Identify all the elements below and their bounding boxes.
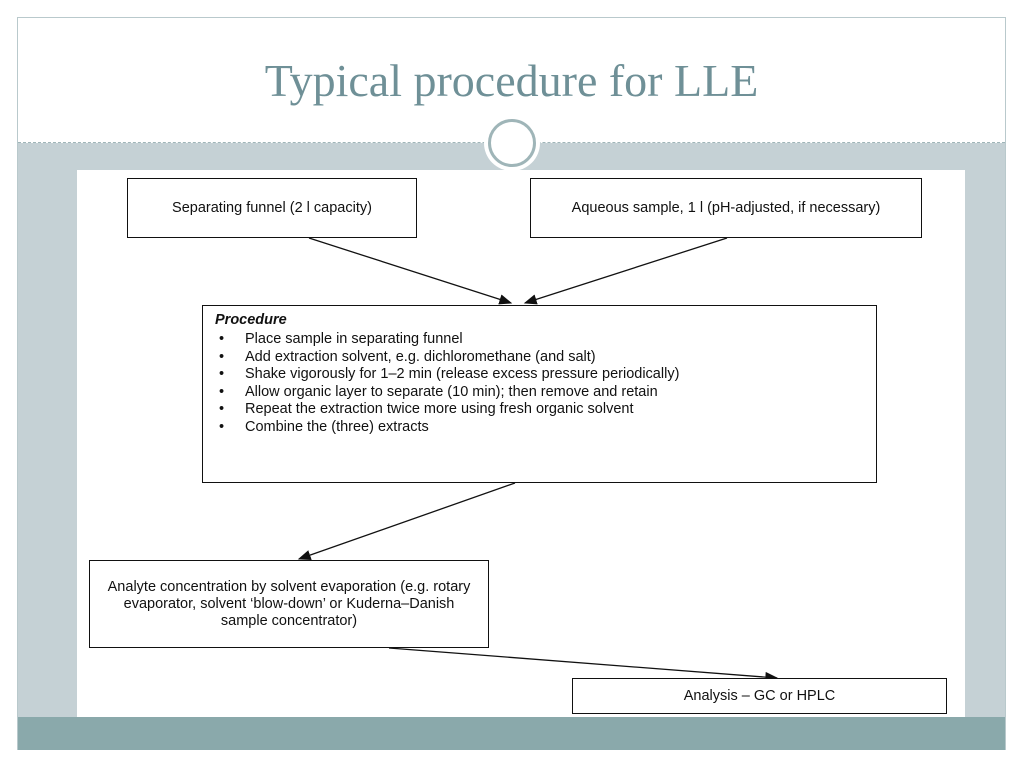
funnel-box-text: Separating funnel (2 l capacity) bbox=[172, 199, 372, 216]
flow-arrows bbox=[297, 237, 779, 683]
concentration-box-text: Analyte concentration by solvent evapora… bbox=[107, 578, 471, 629]
bullet-icon: • bbox=[219, 418, 225, 435]
arrow-procedure-to-concentration bbox=[297, 482, 516, 561]
procedure-steps: •Place sample in separating funnel •Add … bbox=[215, 331, 866, 436]
circle-ornament-ring bbox=[488, 119, 536, 167]
bullet-icon: • bbox=[219, 383, 225, 400]
arrow-sample-to-procedure bbox=[523, 237, 728, 305]
procedure-step: •Combine the (three) extracts bbox=[219, 418, 429, 435]
procedure-step: •Repeat the extraction twice more using … bbox=[219, 401, 634, 417]
sample-box: Aqueous sample, 1 l (pH-adjusted, if nec… bbox=[530, 178, 922, 238]
funnel-box: Separating funnel (2 l capacity) bbox=[127, 178, 417, 238]
bullet-icon: • bbox=[219, 331, 225, 347]
procedure-step: •Add extraction solvent, e.g. dichlorome… bbox=[219, 348, 596, 365]
bullet-icon: • bbox=[219, 348, 225, 365]
procedure-box: Procedure •Place sample in separating fu… bbox=[202, 305, 877, 483]
bullet-icon: • bbox=[219, 401, 225, 417]
footer-band bbox=[18, 717, 1005, 750]
arrow-concentration-to-analysis bbox=[388, 647, 779, 683]
procedure-step: •Place sample in separating funnel bbox=[219, 331, 463, 347]
arrow-funnel-to-procedure bbox=[308, 237, 513, 305]
procedure-step: •Shake vigorously for 1–2 min (release e… bbox=[219, 366, 680, 382]
slide-title: Typical procedure for LLE bbox=[264, 55, 759, 106]
bullet-icon: • bbox=[219, 366, 225, 382]
flowchart: Separating funnel (2 l capacity) Aqueous… bbox=[77, 170, 965, 717]
procedure-step: •Allow organic layer to separate (10 min… bbox=[219, 383, 658, 400]
sample-box-text: Aqueous sample, 1 l (pH-adjusted, if nec… bbox=[571, 199, 881, 216]
concentration-box: Analyte concentration by solvent evapora… bbox=[89, 560, 489, 648]
analysis-box: Analysis – GC or HPLC bbox=[572, 678, 947, 714]
analysis-box-text: Analysis – GC or HPLC bbox=[683, 687, 836, 704]
procedure-heading: Procedure bbox=[215, 312, 287, 328]
